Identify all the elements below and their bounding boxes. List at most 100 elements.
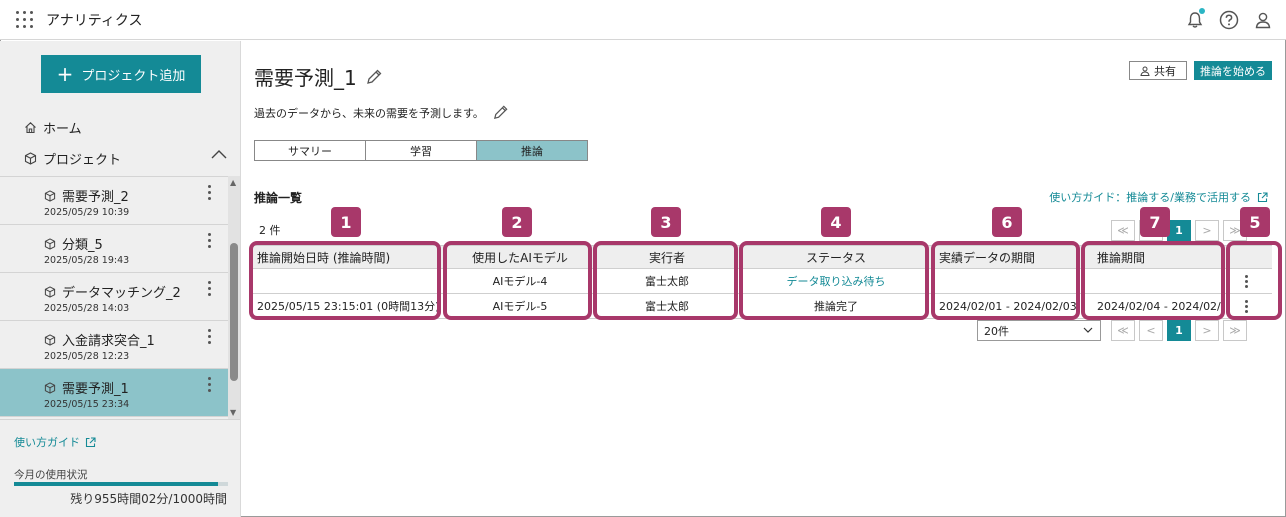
share-label: 共有	[1154, 64, 1176, 78]
project-name: 入金請求突合_1	[44, 330, 155, 349]
cell-status[interactable]: データ取り込み待ち	[786, 275, 886, 288]
user-icon[interactable]	[1252, 9, 1274, 31]
cell-runner: 富士太郎	[645, 300, 689, 313]
tab-1[interactable]: 学習	[365, 140, 477, 161]
project-date: 2025/05/28 14:03	[44, 303, 130, 314]
table-row[interactable]: AIモデル-4 富士太郎 データ取り込み待ち	[251, 269, 1272, 294]
header-actual-period[interactable]: 実績データの期間	[939, 250, 1036, 265]
usage-label: 今月の使用状況	[14, 469, 88, 481]
nav-projects[interactable]: プロジェクト	[24, 149, 234, 168]
chevron-up-icon[interactable]	[210, 146, 228, 164]
usage-guide-label: 使い方ガイド：推論する/業務で活用する	[1049, 191, 1251, 204]
usage-remaining: 残り955時間02分/1000時間	[70, 492, 227, 506]
sidebar-guide-label: 使い方ガイド	[14, 436, 80, 449]
edit-pencil-icon[interactable]	[492, 104, 509, 121]
next-page-button[interactable]: >	[1195, 320, 1219, 341]
project-date: 2025/05/29 10:39	[44, 207, 130, 218]
start-inference-button[interactable]: 推論を始める	[1194, 61, 1272, 80]
first-page-button[interactable]: ≪	[1111, 320, 1135, 341]
user-outline-icon	[1140, 66, 1150, 76]
pager-top: ≪ < 1 > ≫	[1111, 220, 1247, 241]
top-icons	[1184, 8, 1274, 31]
project-name: 分類_5	[44, 234, 103, 253]
row-menu[interactable]	[1231, 294, 1261, 318]
first-page-button[interactable]: ≪	[1111, 220, 1135, 241]
cell-runner: 富士太郎	[645, 275, 689, 288]
project-list-item[interactable]: 需要予測_2 2025/05/29 10:39	[0, 177, 228, 225]
help-icon[interactable]	[1218, 9, 1240, 31]
notification-dot	[1199, 8, 1205, 14]
header-start-time[interactable]: 推論開始日時 (推論時間)	[257, 250, 391, 265]
header-runner[interactable]: 実行者	[648, 250, 685, 265]
usage-guide-link[interactable]: 使い方ガイド：推論する/業務で活用する	[1049, 189, 1268, 205]
edit-pencil-icon[interactable]	[365, 68, 383, 86]
add-project-button[interactable]: + プロジェクト追加	[41, 55, 201, 93]
pager-bottom: ≪ < 1 > ≫	[1111, 320, 1247, 341]
cell-status: 推論完了	[814, 300, 858, 313]
more-options-icon[interactable]	[204, 281, 214, 296]
scroll-up-icon[interactable]: ▲	[230, 178, 237, 187]
project-list-scrollbar[interactable]: ▲ ▼	[228, 176, 240, 419]
project-name: 需要予測_1	[44, 378, 129, 397]
external-link-icon	[1257, 191, 1268, 202]
more-options-icon[interactable]	[1244, 299, 1248, 313]
highlight-box-1	[249, 241, 441, 320]
tab-bar: サマリー学習推論	[254, 140, 588, 161]
next-page-button[interactable]: >	[1195, 220, 1219, 241]
row-menu[interactable]	[1231, 269, 1261, 293]
tab-2[interactable]: 推論	[476, 140, 588, 161]
per-page-select[interactable]: 20件	[977, 320, 1101, 341]
annotation-badge-4: 4	[821, 207, 851, 237]
cube-icon	[44, 381, 56, 394]
cell-model: AIモデル-4	[492, 275, 548, 288]
cell-start-time: 2025/05/15 23:15:01 (0時間13分)	[257, 300, 440, 313]
share-button[interactable]: 共有	[1129, 61, 1187, 80]
current-page[interactable]: 1	[1167, 320, 1191, 341]
highlight-box-6	[931, 241, 1080, 320]
scroll-thumb[interactable]	[230, 243, 238, 381]
page-title-text: 需要予測_1	[254, 66, 357, 90]
external-link-icon	[85, 436, 96, 447]
project-name: 需要予測_2	[44, 186, 129, 205]
tab-0[interactable]: サマリー	[254, 140, 366, 161]
more-options-icon[interactable]	[1244, 274, 1248, 288]
project-name-text: データマッチング_2	[62, 286, 181, 301]
scroll-down-icon[interactable]: ▼	[230, 408, 237, 417]
more-options-icon[interactable]	[204, 329, 214, 344]
prev-page-button[interactable]: <	[1139, 320, 1163, 341]
header-inference-period[interactable]: 推論期間	[1097, 250, 1146, 265]
sidebar-guide-link[interactable]: 使い方ガイド	[14, 434, 96, 450]
current-page[interactable]: 1	[1167, 220, 1191, 241]
plus-icon: +	[56, 62, 74, 86]
more-options-icon[interactable]	[204, 377, 214, 392]
more-options-icon[interactable]	[204, 233, 214, 248]
add-project-label: プロジェクト追加	[81, 68, 186, 84]
per-page-value: 20件	[984, 324, 1009, 338]
last-page-button[interactable]: ≫	[1223, 320, 1247, 341]
usage-progress-bar	[14, 482, 228, 486]
nav-home-label: ホーム	[43, 122, 82, 137]
result-count: 2 件	[259, 224, 281, 237]
home-icon	[25, 122, 36, 134]
bell-icon[interactable]	[1184, 8, 1206, 31]
nav-projects-label: プロジェクト	[43, 153, 122, 168]
app-grid-icon[interactable]	[16, 11, 34, 29]
project-list-item[interactable]: データマッチング_2 2025/05/28 14:03	[0, 273, 228, 321]
annotation-badge-6: 6	[992, 207, 1022, 237]
project-list-item[interactable]: 需要予測_1 2025/05/15 23:34	[0, 369, 228, 417]
cube-icon	[44, 285, 56, 298]
cell-model: AIモデル-5	[492, 300, 548, 313]
project-name-text: 分類_5	[62, 238, 103, 253]
header-status[interactable]: ステータス	[805, 250, 866, 265]
project-date: 2025/05/15 23:34	[44, 399, 130, 410]
sidebar: + プロジェクト追加 ホーム プロジェクト 需要予測_2 2025/05/29 1…	[0, 41, 241, 517]
usage-progress-fill	[14, 482, 219, 486]
nav-home[interactable]: ホーム	[24, 118, 82, 137]
more-options-icon[interactable]	[204, 185, 214, 200]
highlight-box-5	[1226, 241, 1282, 320]
sidebar-divider	[0, 419, 240, 420]
highlight-box-3	[593, 241, 738, 320]
header-model[interactable]: 使用したAIモデル	[472, 250, 568, 265]
